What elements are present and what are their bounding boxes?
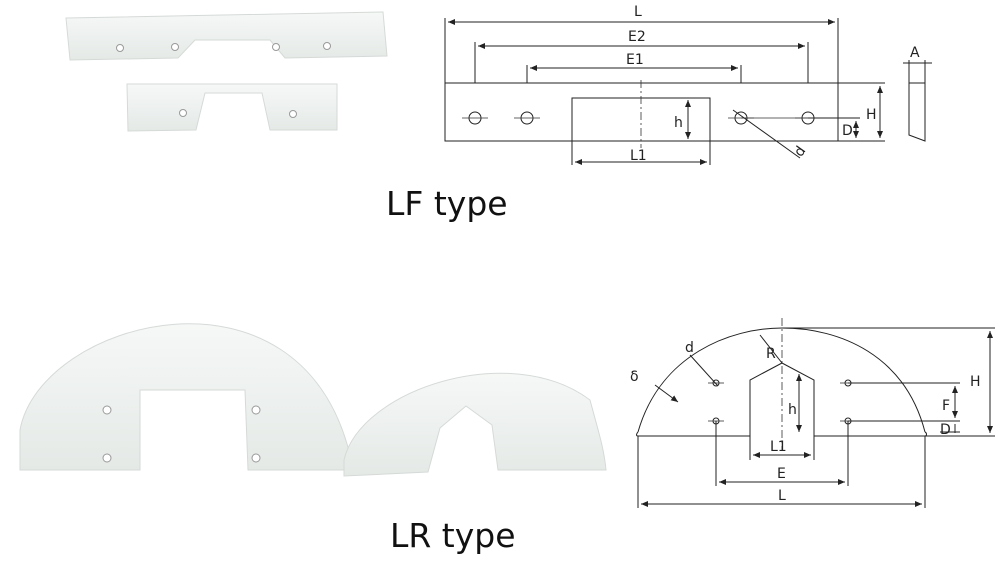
lf-dim-D: D bbox=[842, 123, 853, 139]
lf-photo-short-plate bbox=[126, 83, 338, 132]
lr-dim-F: F bbox=[942, 398, 950, 414]
lf-dim-L: L bbox=[634, 4, 642, 20]
lf-type-caption: LF type bbox=[386, 184, 508, 223]
lr-dim-H: H bbox=[970, 374, 981, 390]
lf-dim-H: H bbox=[866, 107, 877, 123]
lr-technical-drawing bbox=[636, 318, 995, 508]
lf-dim-A: A bbox=[910, 45, 920, 61]
lr-dim-R: R bbox=[766, 346, 776, 362]
lr-dim-L: L bbox=[778, 488, 786, 504]
lr-dim-L1: L1 bbox=[770, 439, 787, 455]
lr-photo-large-half-disc bbox=[19, 323, 351, 471]
lr-dim-D: D bbox=[940, 422, 951, 438]
lr-dim-E: E bbox=[777, 466, 786, 482]
lr-dim-h: h bbox=[788, 402, 797, 418]
lf-dim-E2: E2 bbox=[628, 29, 646, 45]
lf-dim-L1: L1 bbox=[630, 148, 647, 164]
lr-photo-small-half-disc bbox=[343, 372, 607, 477]
lr-dim-delta: δ bbox=[630, 369, 639, 385]
lf-photo-long-plate bbox=[65, 11, 388, 61]
lr-dim-d: d bbox=[685, 340, 694, 356]
lr-type-caption: LR type bbox=[390, 516, 516, 555]
lf-dim-E1: E1 bbox=[626, 52, 644, 68]
lf-dim-h: h bbox=[674, 115, 683, 131]
lf-dim-d: d bbox=[791, 143, 809, 159]
lf-technical-drawing bbox=[444, 18, 932, 165]
